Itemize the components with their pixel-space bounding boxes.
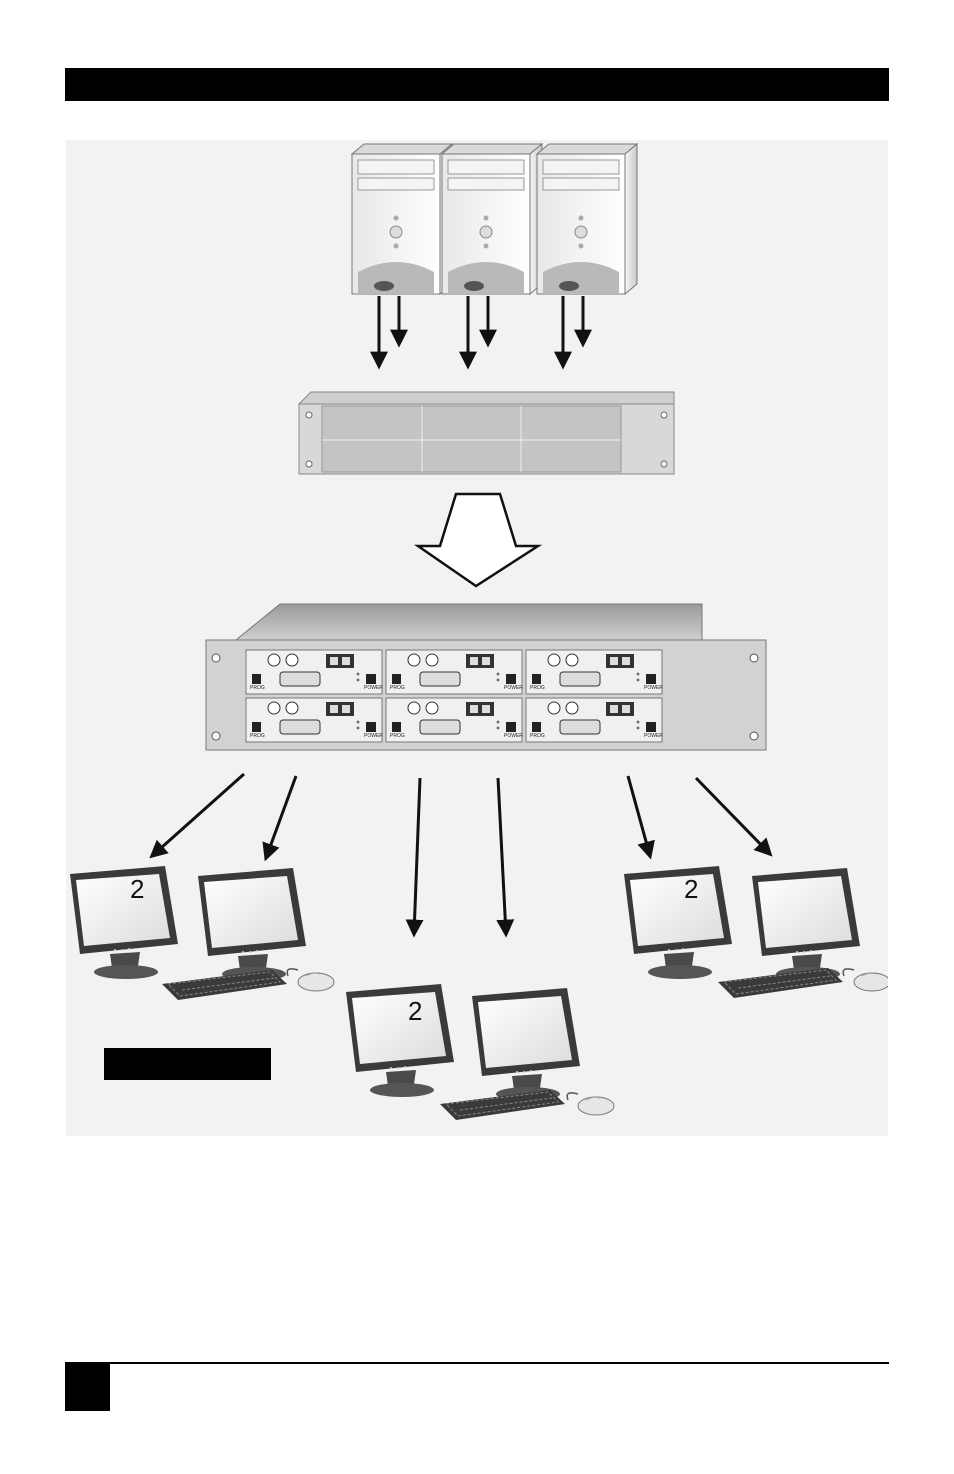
receiver-module: [385, 649, 523, 695]
server-tower-3: [536, 143, 638, 295]
power-label: POWER: [364, 685, 383, 691]
workstation-arrows: [149, 772, 773, 938]
power-label: POWER: [364, 733, 383, 739]
page-number-box: [65, 1362, 110, 1411]
transmitter-chassis: [297, 391, 675, 475]
monitor-number-center: 2: [408, 996, 422, 1026]
server-tower-2: [441, 143, 543, 295]
prog-label: PROG: [390, 685, 405, 691]
prog-label: PROG: [250, 685, 265, 691]
receiver-module: [245, 697, 383, 743]
header-bar: [65, 68, 889, 101]
prog-label: PROG: [530, 733, 545, 739]
monitor-number-right: 2: [684, 874, 698, 904]
prog-label: PROG: [390, 733, 405, 739]
power-label: POWER: [644, 685, 663, 691]
prog-label: PROG: [250, 733, 265, 739]
receiver-module: [525, 697, 663, 743]
system-diagram: PROG POWER PROG POWER PROG POWER PROG PO…: [66, 140, 888, 1136]
power-label: POWER: [504, 733, 523, 739]
footer-rule: [65, 1362, 889, 1364]
server-tower-1: [351, 143, 453, 295]
tower-arrows: [370, 296, 592, 370]
power-label: POWER: [504, 685, 523, 691]
receiver-module: [245, 649, 383, 695]
receiver-module: [385, 697, 523, 743]
monitor-number-left: 2: [130, 874, 144, 904]
receiver-module: [525, 649, 663, 695]
connection-arrow: [413, 492, 543, 588]
receiver-chassis: PROG POWER PROG POWER PROG POWER PROG PO…: [205, 603, 767, 751]
figure-label-box: [104, 1048, 271, 1080]
prog-label: PROG: [530, 685, 545, 691]
power-label: POWER: [644, 733, 663, 739]
